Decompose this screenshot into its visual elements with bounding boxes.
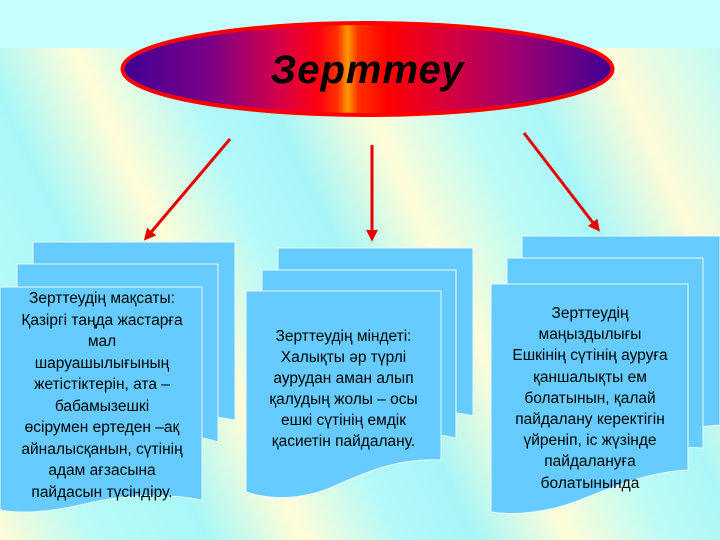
diagram-title: Зерттеу [270,48,465,92]
arrow-to-significance [522,132,600,232]
task-text: Зерттеудің міндеті: Халықты әр түрлі аур… [269,328,418,450]
significance-box-stack [490,235,720,514]
task-box-front [245,290,442,499]
task-box-stack [245,247,474,499]
goal-box-stack [0,241,236,513]
goal-text: Зерттеудің мақсаты: Қазіргі таңда жастар… [21,290,183,501]
goal-box-front [0,286,203,513]
title-ellipse [120,21,615,117]
significance-text: Зерттеудің маңыздылығы Ешкінің сүтінің а… [512,305,668,492]
significance-box-front [490,283,689,514]
arrow-to-goal [143,138,232,241]
